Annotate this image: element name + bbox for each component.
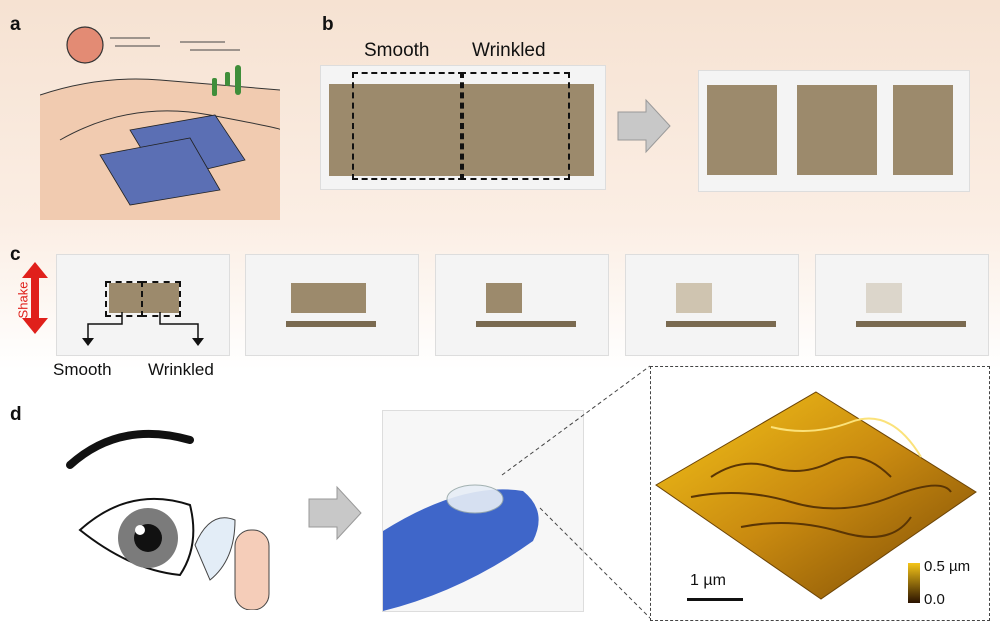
shake-label: Shake bbox=[15, 281, 31, 319]
shake-frame-3 bbox=[435, 254, 609, 356]
smooth-region-box bbox=[352, 72, 464, 180]
smooth-sample-label: Smooth bbox=[53, 360, 112, 379]
desert-solar-illustration bbox=[40, 26, 280, 220]
shake-frame-4 bbox=[625, 254, 799, 356]
colorbar-max-label: 0.5 µm bbox=[924, 558, 971, 575]
wrinkled-region-box bbox=[460, 72, 570, 180]
eye-lens-illustration bbox=[66, 429, 270, 610]
colorbar-min-label: 0.0 bbox=[924, 591, 945, 608]
wrinkled-label: Wrinkled bbox=[472, 40, 546, 61]
zoom-lines bbox=[501, 365, 651, 619]
wrinkled-sample-label: Wrinkled bbox=[148, 360, 214, 379]
panel-label-a: a bbox=[10, 14, 21, 35]
scale-bar-label: 1 µm bbox=[690, 572, 726, 589]
right-arrow-icon bbox=[617, 98, 671, 154]
sample-pointer-arrows bbox=[82, 312, 204, 346]
panel-label-d: d bbox=[10, 404, 22, 425]
lens-on-finger-photo bbox=[382, 410, 584, 612]
smooth-label: Smooth bbox=[364, 40, 430, 61]
panel-label-c: c bbox=[10, 244, 21, 265]
lens-on-finger-drawing bbox=[383, 484, 539, 611]
shake-arrow-icon bbox=[22, 262, 48, 334]
afm-surface-panel bbox=[650, 366, 990, 621]
panel-label-b: b bbox=[322, 14, 334, 35]
shake-frame-5 bbox=[815, 254, 989, 356]
shake-frame-2 bbox=[245, 254, 419, 356]
slide-photo-after bbox=[698, 70, 970, 192]
afm-surface-map bbox=[655, 391, 977, 603]
wrinkled-sample-box bbox=[141, 281, 181, 317]
right-arrow-icon-2 bbox=[308, 485, 362, 541]
